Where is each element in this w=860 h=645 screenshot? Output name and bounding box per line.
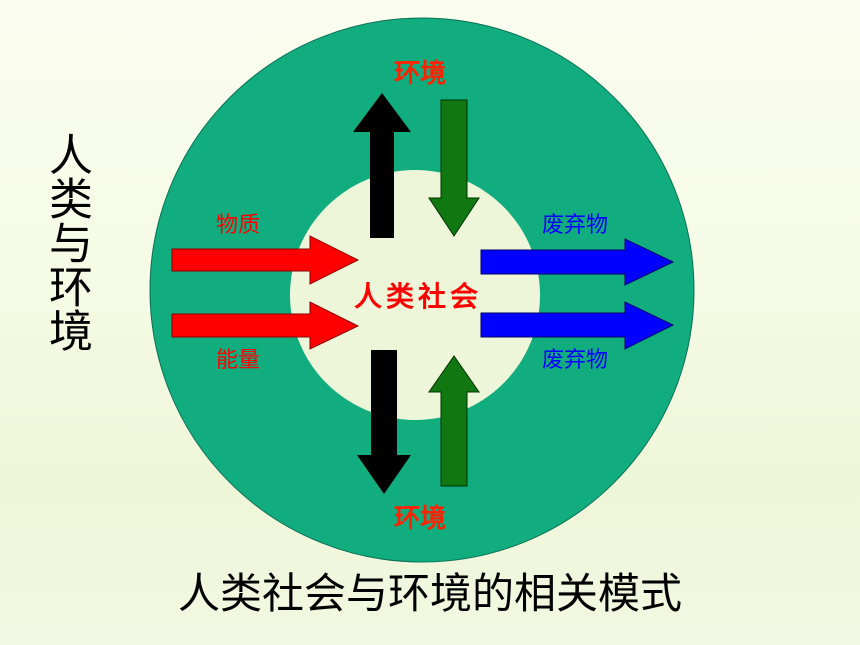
inner-circle	[290, 170, 540, 420]
output-bottom-label: 废弃物	[542, 348, 608, 373]
arrow-output-top	[480, 238, 675, 286]
side-title: 人类与环境	[41, 132, 92, 352]
arrow-up-black	[353, 93, 411, 238]
arrow-down-black	[357, 350, 411, 494]
input-bottom-label: 能量	[216, 348, 260, 373]
arrow-output-bottom	[480, 301, 675, 350]
center-label: 人类社会	[354, 280, 482, 313]
arrow-up-green	[428, 355, 480, 487]
input-top-label: 物质	[216, 213, 260, 238]
arrow-down-green	[428, 99, 480, 237]
arrow-input-top	[171, 235, 360, 285]
env-top-label: 环境	[394, 58, 446, 89]
caption: 人类社会与环境的相关模式	[177, 569, 682, 618]
arrow-input-bottom	[171, 301, 360, 350]
env-bottom-label: 环境	[394, 503, 446, 534]
output-top-label: 废弃物	[542, 213, 608, 238]
